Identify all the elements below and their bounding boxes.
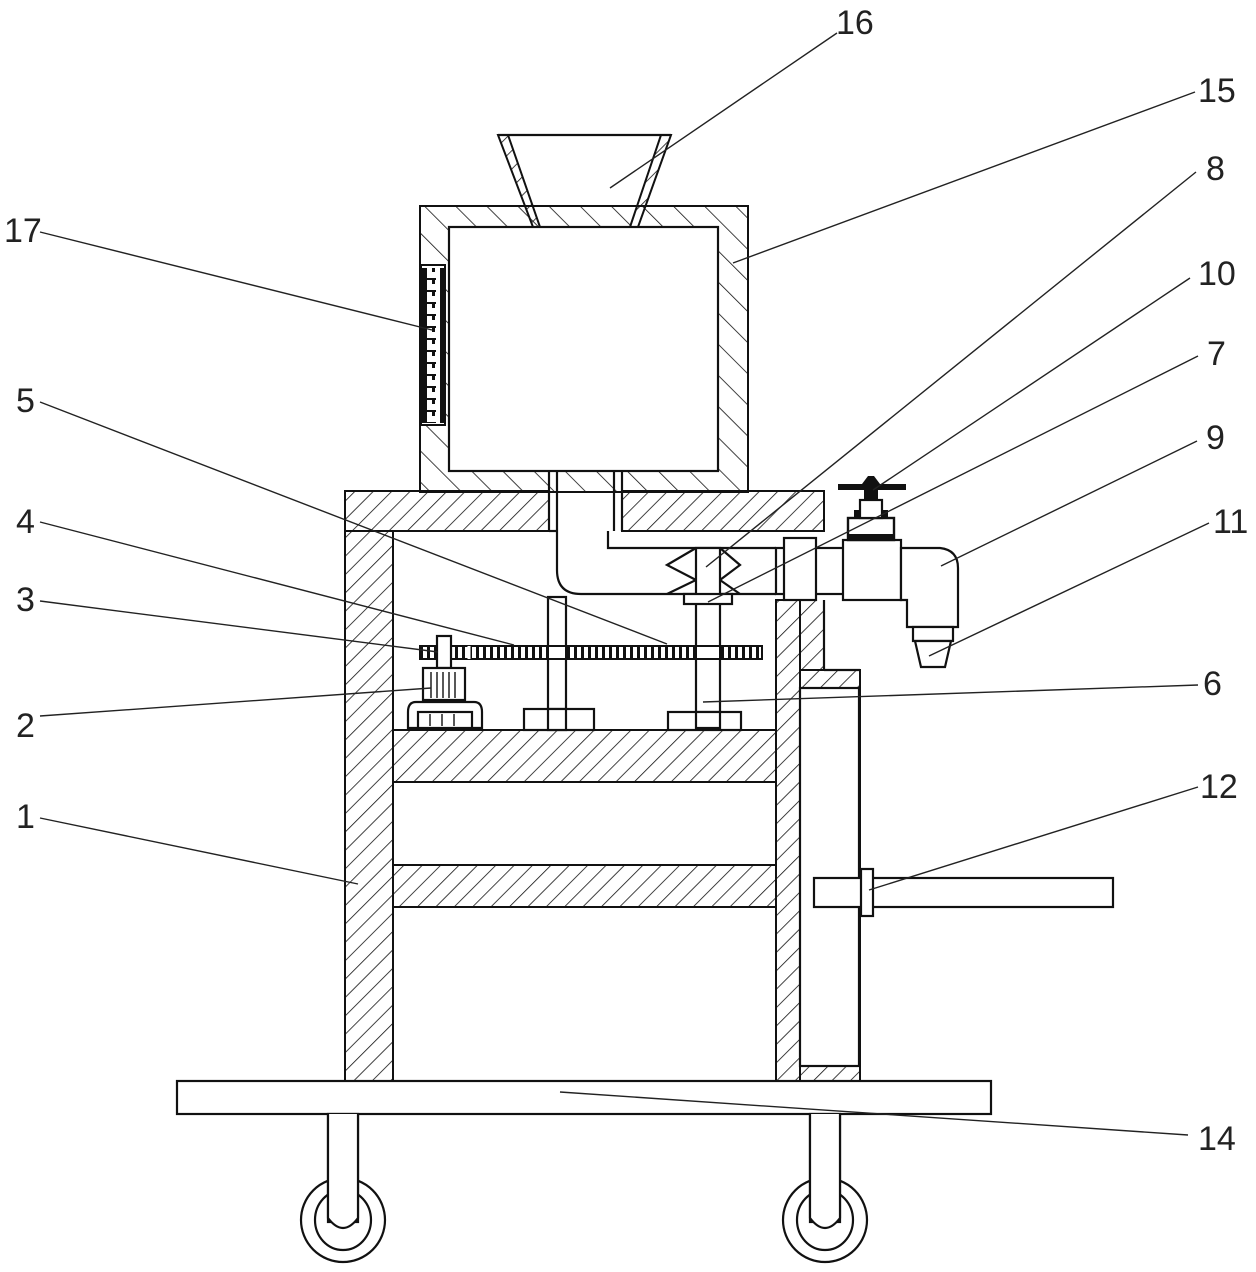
support-shaft — [522, 595, 596, 732]
gear-belt — [419, 645, 763, 660]
leader-16 — [609, 32, 838, 189]
level-gauge — [420, 264, 446, 426]
label-11: 11 — [1213, 503, 1248, 541]
label-9: 9 — [1206, 419, 1225, 457]
leader-4 — [39, 521, 515, 646]
outlet-elbow — [899, 546, 960, 629]
leader-10 — [872, 277, 1191, 491]
label-12: 12 — [1200, 768, 1238, 806]
leader-11 — [928, 522, 1210, 657]
leader-14 — [559, 1091, 1189, 1136]
leader-7 — [707, 355, 1199, 603]
label-1: 1 — [16, 798, 35, 836]
wheel-right — [781, 1112, 869, 1264]
shaft-mount — [666, 710, 743, 732]
label-3: 3 — [16, 581, 35, 619]
label-8: 8 — [1206, 150, 1225, 188]
base-plate — [175, 1079, 993, 1116]
discharge-pipe — [547, 471, 776, 596]
frame-body — [344, 490, 861, 1082]
feed-hopper — [496, 133, 673, 228]
leader-lines — [39, 32, 1210, 1136]
leader-3 — [39, 600, 439, 653]
leader-6 — [702, 684, 1199, 703]
valve — [838, 476, 906, 602]
screw-blade — [664, 547, 742, 595]
leader-1 — [39, 817, 359, 885]
label-10: 10 — [1198, 255, 1236, 293]
wheel-left — [299, 1112, 387, 1264]
leader-12 — [868, 786, 1199, 891]
leader-15 — [732, 91, 1196, 264]
reference-labels: 16 15 8 10 7 9 11 6 12 14 17 5 4 3 2 1 — [4, 4, 1248, 1158]
leader-17 — [39, 231, 433, 331]
storage-box — [419, 205, 749, 493]
label-7: 7 — [1207, 335, 1226, 373]
label-15: 15 — [1198, 72, 1236, 110]
leader-5 — [39, 401, 668, 645]
handle — [812, 867, 1115, 918]
label-14: 14 — [1198, 1120, 1236, 1158]
motor — [406, 634, 484, 730]
leader-2 — [39, 687, 432, 717]
label-5: 5 — [16, 382, 35, 420]
label-16: 16 — [836, 4, 874, 42]
label-2: 2 — [16, 707, 35, 745]
outlet-pipe — [774, 536, 846, 602]
label-4: 4 — [16, 503, 35, 541]
label-17: 17 — [4, 212, 42, 250]
leader-8 — [705, 171, 1197, 568]
leader-9 — [940, 440, 1198, 567]
label-6: 6 — [1203, 665, 1222, 703]
